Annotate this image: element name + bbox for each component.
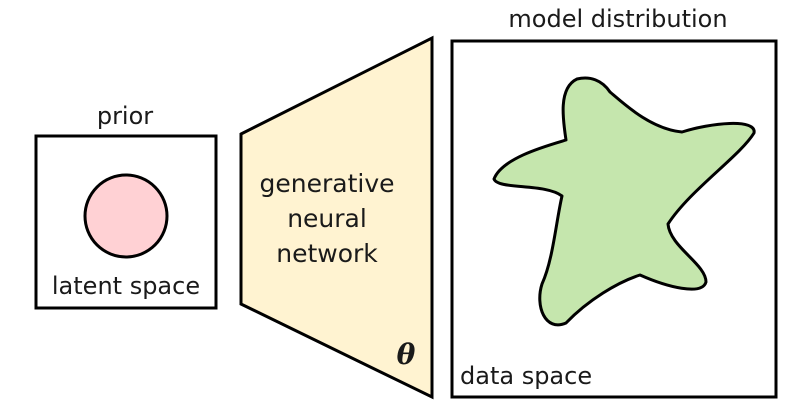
latent-space-box (34, 134, 218, 310)
generative-network: generative neural network θ (239, 35, 434, 400)
network-label-line-3: network (276, 239, 378, 268)
network-trapezoid (239, 35, 434, 400)
network-label-line-2: neural (287, 204, 367, 233)
data-space-box (450, 39, 778, 399)
data-space-label: data space (460, 362, 592, 390)
latent-space-label: latent space (52, 272, 200, 300)
prior-distribution-circle (83, 173, 169, 259)
theta-parameter-symbol: θ (397, 338, 416, 371)
model-distribution-title: model distribution (508, 5, 727, 33)
model-panel: model distribution data space (450, 5, 778, 399)
model-distribution-shape (492, 76, 756, 327)
network-label-line-1: generative (260, 169, 395, 198)
prior-panel: prior latent space (34, 102, 218, 310)
prior-title: prior (97, 102, 153, 130)
